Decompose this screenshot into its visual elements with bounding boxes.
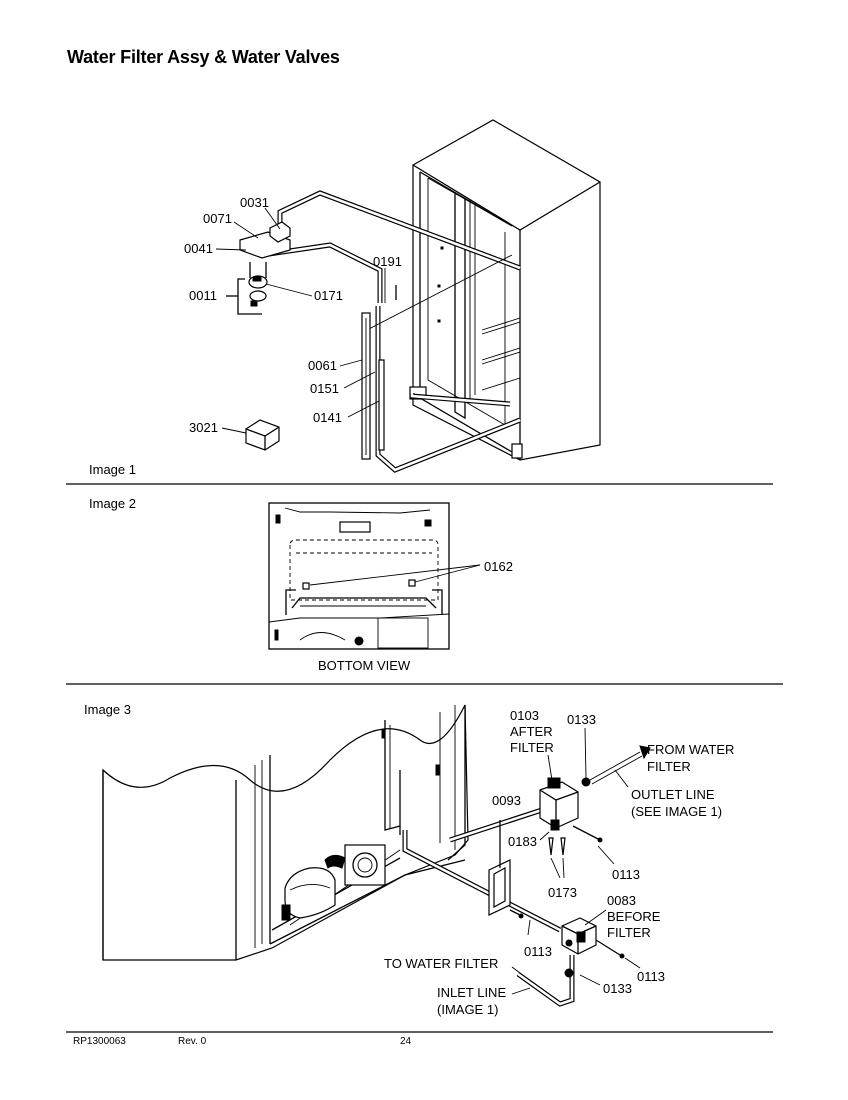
part-label-0133-bottom: 0133 — [603, 981, 632, 996]
part-label-0183: 0183 — [508, 834, 537, 849]
part-label-0103: 0103 — [510, 708, 539, 723]
part-label-3021: 3021 — [189, 420, 218, 435]
inlet-line-label-line1: INLET LINE — [437, 985, 506, 1000]
bottom-view-drawing — [268, 502, 450, 650]
part-label-0041: 0041 — [184, 241, 213, 256]
part-label-0162: 0162 — [484, 559, 513, 574]
part-label-0071: 0071 — [203, 211, 232, 226]
part-label-0113-c: 0113 — [637, 969, 665, 984]
part-label-0113-b: 0113 — [524, 944, 552, 959]
image3-caption: Image 3 — [84, 702, 131, 717]
part-label-0173: 0173 — [548, 885, 577, 900]
image2-caption: Image 2 — [89, 496, 136, 511]
image2-panel: Image 2 0162 — [89, 496, 513, 673]
image1-leaders — [215, 207, 386, 434]
image1-caption: Image 1 — [89, 462, 136, 477]
from-water-filter-line2: FILTER — [647, 759, 691, 774]
leader-0162-b — [414, 564, 481, 583]
after-filter-valve — [539, 745, 651, 856]
leader-0162-a — [309, 564, 481, 586]
bottom-view-label: BOTTOM VIEW — [318, 658, 411, 673]
before-filter-valve — [509, 909, 625, 1007]
inlet-line-label-line2: (IMAGE 1) — [437, 1002, 498, 1017]
part-label-0133-top: 0133 — [567, 712, 596, 727]
outlet-line-label-line2: (SEE IMAGE 1) — [631, 804, 722, 819]
part-label-0191: 0191 — [373, 254, 402, 269]
vertical-tube-set — [361, 285, 397, 460]
footer-revision: Rev. 0 — [178, 1036, 207, 1047]
part-label-0141: 0141 — [313, 410, 342, 425]
part-label-0113-a: 0113 — [612, 867, 640, 882]
filter-head-assembly — [226, 221, 291, 315]
part-label-0171: 0171 — [314, 288, 343, 303]
footer-page-number: 24 — [400, 1036, 412, 1047]
part-label-0031: 0031 — [240, 195, 269, 210]
part-label-0093: 0093 — [492, 793, 521, 808]
after-filter-label-line1: AFTER — [510, 724, 553, 739]
refrigerator-cabinet — [409, 119, 601, 461]
cabinet-base-drawing — [102, 704, 469, 961]
footer-doc-number: RP1300063 — [73, 1036, 126, 1047]
part-label-0011: 0011 — [189, 288, 217, 303]
from-water-filter-line1: FROM WATER — [647, 742, 734, 757]
after-filter-label-line2: FILTER — [510, 740, 554, 755]
water-tubing — [261, 190, 521, 473]
part-label-0061: 0061 — [308, 358, 337, 373]
to-water-filter-label: TO WATER FILTER — [384, 956, 498, 971]
image3-panel: Image 3 — [84, 702, 734, 1017]
bracket-0093 — [488, 820, 511, 916]
image1-panel: 0031 0071 0041 0011 0171 0191 0061 0151 … — [89, 119, 601, 477]
image3-leaders — [511, 727, 641, 995]
part-label-0083: 0083 — [607, 893, 636, 908]
page-title: Water Filter Assy & Water Valves — [67, 47, 340, 67]
filter-cartridge-3021 — [245, 419, 280, 451]
before-filter-label-line1: BEFORE — [607, 909, 661, 924]
before-filter-label-line2: FILTER — [607, 925, 651, 940]
outlet-line-label-line1: OUTLET LINE — [631, 787, 715, 802]
part-label-0151: 0151 — [310, 381, 339, 396]
